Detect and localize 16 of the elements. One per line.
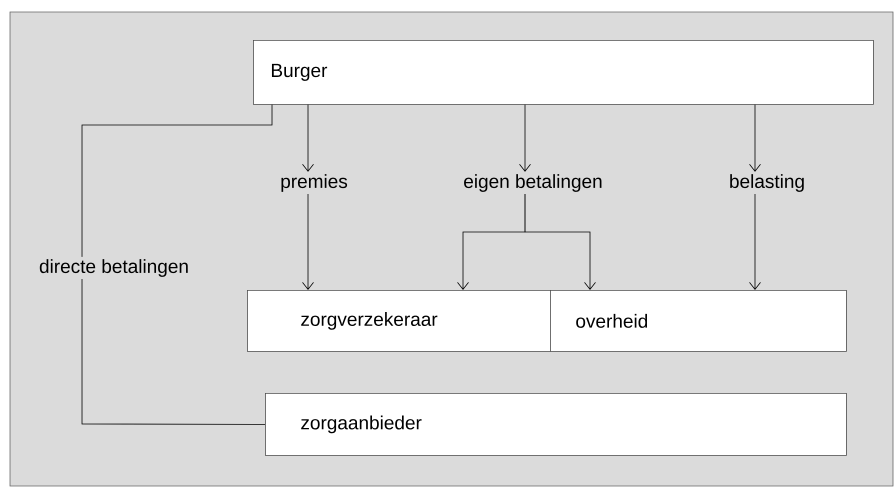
flow-label: belasting [730, 174, 804, 192]
connector-line [82, 104, 272, 258]
arrow [749, 104, 761, 172]
process-box: zorgverzekeraar [247, 290, 551, 352]
connector-line [82, 278, 266, 425]
process-box: Burger [253, 40, 874, 105]
flow-label: directe betalingen [40, 259, 188, 277]
flow-label: eigen betalingen [464, 174, 602, 192]
arrow [302, 194, 314, 290]
arrow [302, 104, 314, 172]
arrow [524, 194, 596, 290]
flow-label: premies [281, 174, 348, 192]
process-box: overheid [550, 290, 847, 352]
process-box: zorgaanbieder [265, 392, 847, 456]
arrow [519, 104, 531, 172]
arrow [749, 194, 761, 290]
